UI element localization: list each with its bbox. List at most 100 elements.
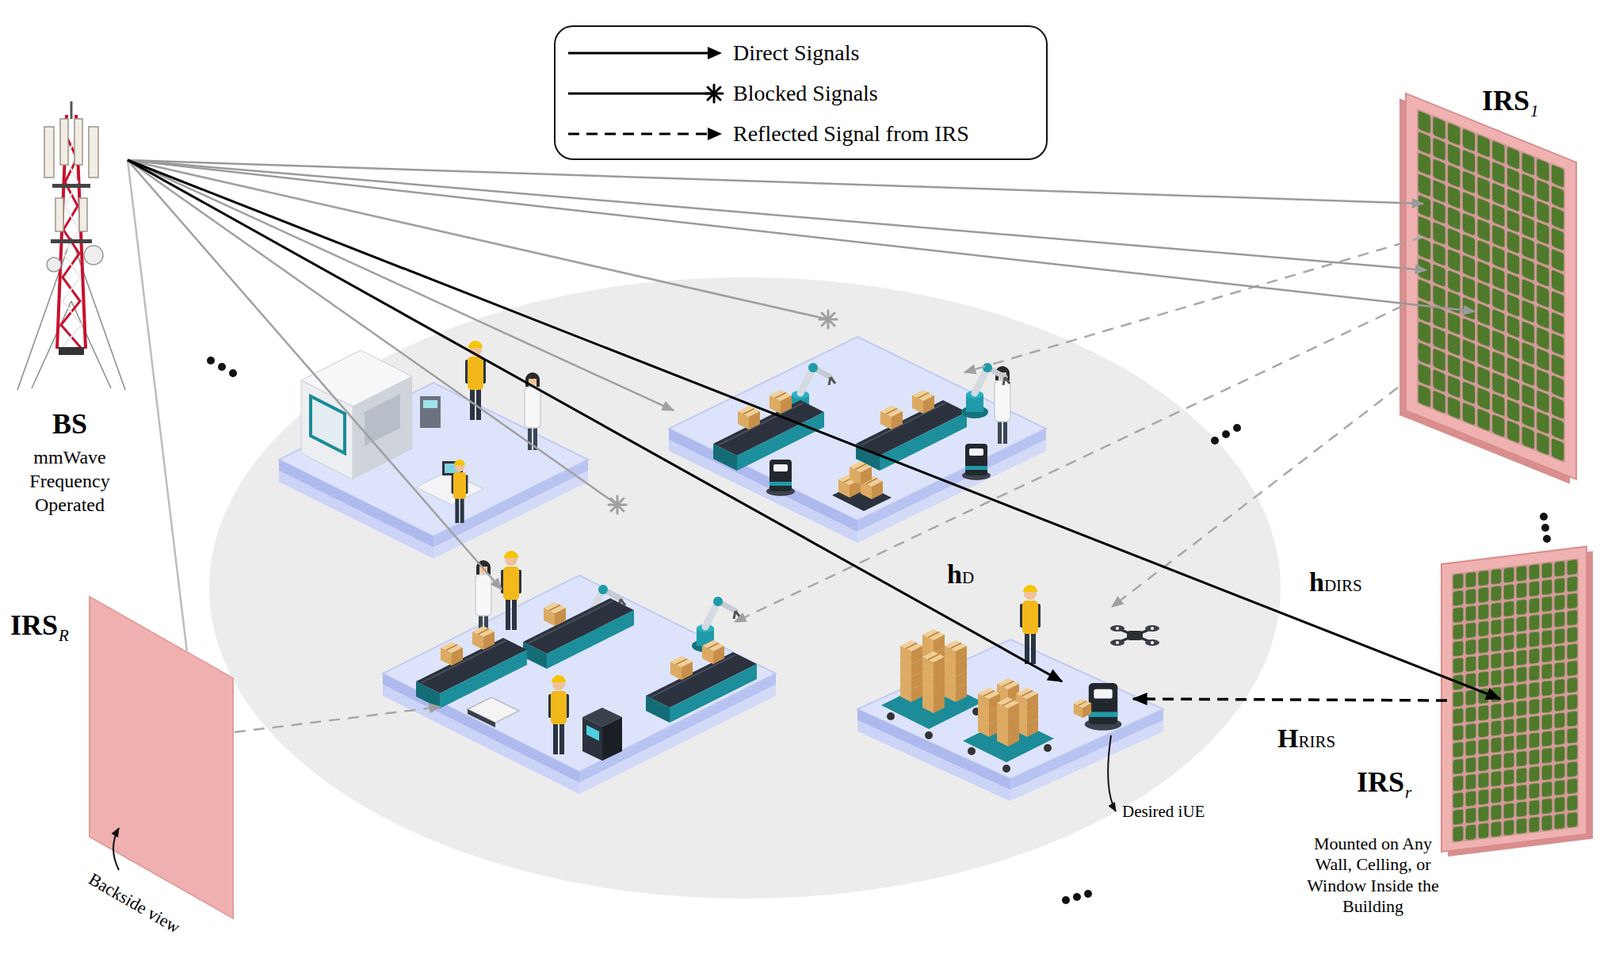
factory-floor bbox=[465, 340, 486, 421]
blocked-mark bbox=[608, 496, 627, 514]
base-station-tower bbox=[55, 198, 64, 232]
base-station-tower bbox=[88, 126, 99, 178]
reflected-signal bbox=[234, 236, 1424, 733]
irs-panel bbox=[1441, 546, 1593, 857]
ellipsis-dots bbox=[1221, 430, 1230, 439]
base-station-tower bbox=[70, 101, 73, 119]
base-station-tower bbox=[84, 245, 104, 265]
factory-floor bbox=[1019, 584, 1041, 665]
factory-floor bbox=[1002, 764, 1011, 773]
factory-floor bbox=[1073, 698, 1092, 718]
factory-floor bbox=[586, 725, 600, 741]
node-subtitle: mmWave Frequency Operated bbox=[22, 445, 118, 517]
legend-row: Blocked Signals bbox=[566, 80, 879, 107]
legend-sample bbox=[566, 39, 726, 67]
base-station-tower bbox=[79, 198, 88, 232]
factory-floor bbox=[922, 651, 945, 676]
base-station-tower bbox=[60, 118, 69, 165]
factory-floor bbox=[467, 709, 496, 728]
irs-panel bbox=[1441, 546, 1587, 852]
direct-signal bbox=[127, 160, 1427, 271]
factory-floor bbox=[766, 459, 795, 497]
factory-floor bbox=[1126, 630, 1143, 641]
ellipsis-dots bbox=[206, 356, 1551, 905]
factory-floor bbox=[582, 717, 603, 761]
base-station-tower bbox=[74, 118, 83, 165]
irs-panel bbox=[1447, 551, 1593, 857]
floor-ground bbox=[209, 277, 1281, 899]
factory-floor bbox=[645, 652, 757, 723]
reflected-signal bbox=[234, 706, 441, 733]
factory-floor bbox=[423, 400, 438, 409]
factory-floor bbox=[670, 656, 693, 680]
factory-floor bbox=[668, 336, 1047, 543]
factory-floor bbox=[900, 640, 923, 665]
factory-floor bbox=[996, 697, 1020, 722]
arrow-head bbox=[707, 46, 722, 60]
legend-text: Reflected Signal from IRS bbox=[733, 121, 970, 147]
ellipsis-dots bbox=[1539, 512, 1548, 521]
factory-floor bbox=[472, 626, 495, 650]
irs-panel bbox=[1416, 108, 1566, 464]
factory-floor bbox=[543, 602, 566, 627]
factory-floor bbox=[548, 675, 569, 755]
factory-floor bbox=[1115, 641, 1119, 645]
factory-floor bbox=[962, 443, 991, 481]
blocked-mark bbox=[819, 310, 837, 329]
factory-floor bbox=[1043, 744, 1052, 753]
factory-floor bbox=[420, 396, 441, 428]
ellipsis-dots bbox=[229, 369, 237, 378]
legend-text: Blocked Signals bbox=[733, 80, 879, 107]
irs-panel bbox=[1405, 93, 1577, 480]
factory-floor bbox=[1110, 625, 1160, 646]
factory-floor bbox=[467, 697, 520, 723]
factory-floor bbox=[961, 362, 1010, 419]
channel-label: HRIRS bbox=[1277, 725, 1336, 753]
base-station-tower bbox=[17, 237, 72, 390]
base-station-tower bbox=[46, 257, 62, 272]
ellipsis-dots bbox=[1542, 534, 1551, 543]
ellipsis-dots bbox=[217, 362, 226, 371]
factory-floor bbox=[523, 598, 634, 669]
direct-signal bbox=[127, 160, 829, 320]
node-title: BS bbox=[11, 408, 128, 441]
factory-floor bbox=[433, 459, 589, 548]
direct-signal bbox=[127, 160, 1501, 699]
factory-floor bbox=[500, 550, 522, 631]
irs-panel bbox=[1399, 93, 1577, 485]
factory-floor bbox=[1145, 639, 1160, 646]
factory-floor bbox=[382, 673, 580, 783]
factory-floor bbox=[1115, 626, 1119, 631]
legend-box: Direct SignalsBlocked SignalsReflected S… bbox=[553, 25, 1048, 161]
factory-floor bbox=[382, 550, 776, 795]
text-row: Desired iUE bbox=[1122, 801, 1205, 822]
subscript: 1 bbox=[1530, 101, 1539, 121]
text-row: Mounted on Any Wall, Celling, or Window … bbox=[1299, 833, 1447, 918]
text-row: IRSr bbox=[1356, 767, 1412, 799]
factory-floor bbox=[451, 459, 469, 524]
factory-floor bbox=[382, 575, 776, 772]
irs-panel bbox=[1405, 93, 1577, 480]
factory-floor bbox=[967, 747, 976, 756]
reflected-signal bbox=[964, 236, 1424, 373]
channel-label: hD bbox=[947, 561, 974, 589]
subscript: R bbox=[58, 626, 69, 646]
factory-floor bbox=[912, 389, 935, 414]
factory-floor bbox=[857, 639, 1164, 779]
factory-floor bbox=[1107, 735, 1116, 812]
factory-floor bbox=[1110, 625, 1125, 632]
base-station-tower bbox=[50, 239, 92, 244]
reflected-signal bbox=[1111, 387, 1398, 608]
text-row: mmWave Frequency Operated bbox=[11, 445, 128, 517]
factory-floor bbox=[977, 687, 1001, 712]
direct-signal bbox=[127, 160, 618, 505]
factory-floor bbox=[1150, 626, 1154, 631]
direct-signal bbox=[127, 160, 188, 653]
base-station-tower bbox=[52, 183, 91, 188]
factory-floor bbox=[1073, 698, 1092, 718]
ellipsis-dots bbox=[1541, 523, 1550, 532]
factory-floor bbox=[301, 380, 353, 480]
irs-panel bbox=[1447, 551, 1593, 857]
text-row: BS bbox=[11, 408, 128, 441]
base-station-tower bbox=[71, 237, 126, 390]
